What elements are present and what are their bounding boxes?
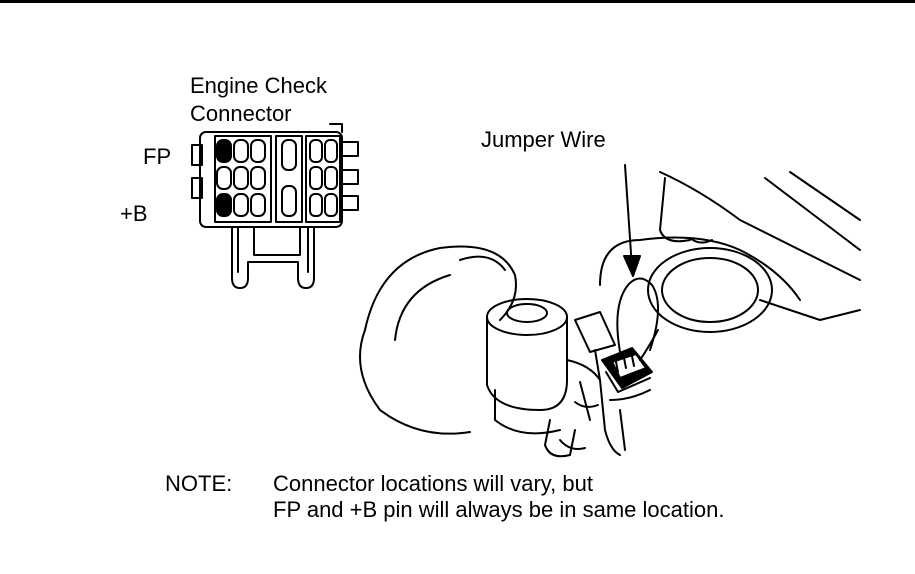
engine-check-connector-drawing <box>191 123 359 289</box>
connector-title-line2: Connector <box>190 101 292 126</box>
top-border-line <box>0 0 915 3</box>
connector-title-line1: Engine Check <box>190 73 327 98</box>
engine-bay-drawing <box>359 171 861 458</box>
note-label: NOTE: <box>165 471 233 496</box>
pin-fp-label: FP <box>143 144 172 169</box>
note-line1: Connector locations will vary, but <box>273 471 593 496</box>
note-line2: FP and +B pin will always be in same loc… <box>273 497 725 522</box>
jumper-wire-label: Jumper Wire <box>481 127 606 152</box>
pin-b-label: +B <box>120 201 148 226</box>
jumper-wire-drawing <box>601 164 660 393</box>
